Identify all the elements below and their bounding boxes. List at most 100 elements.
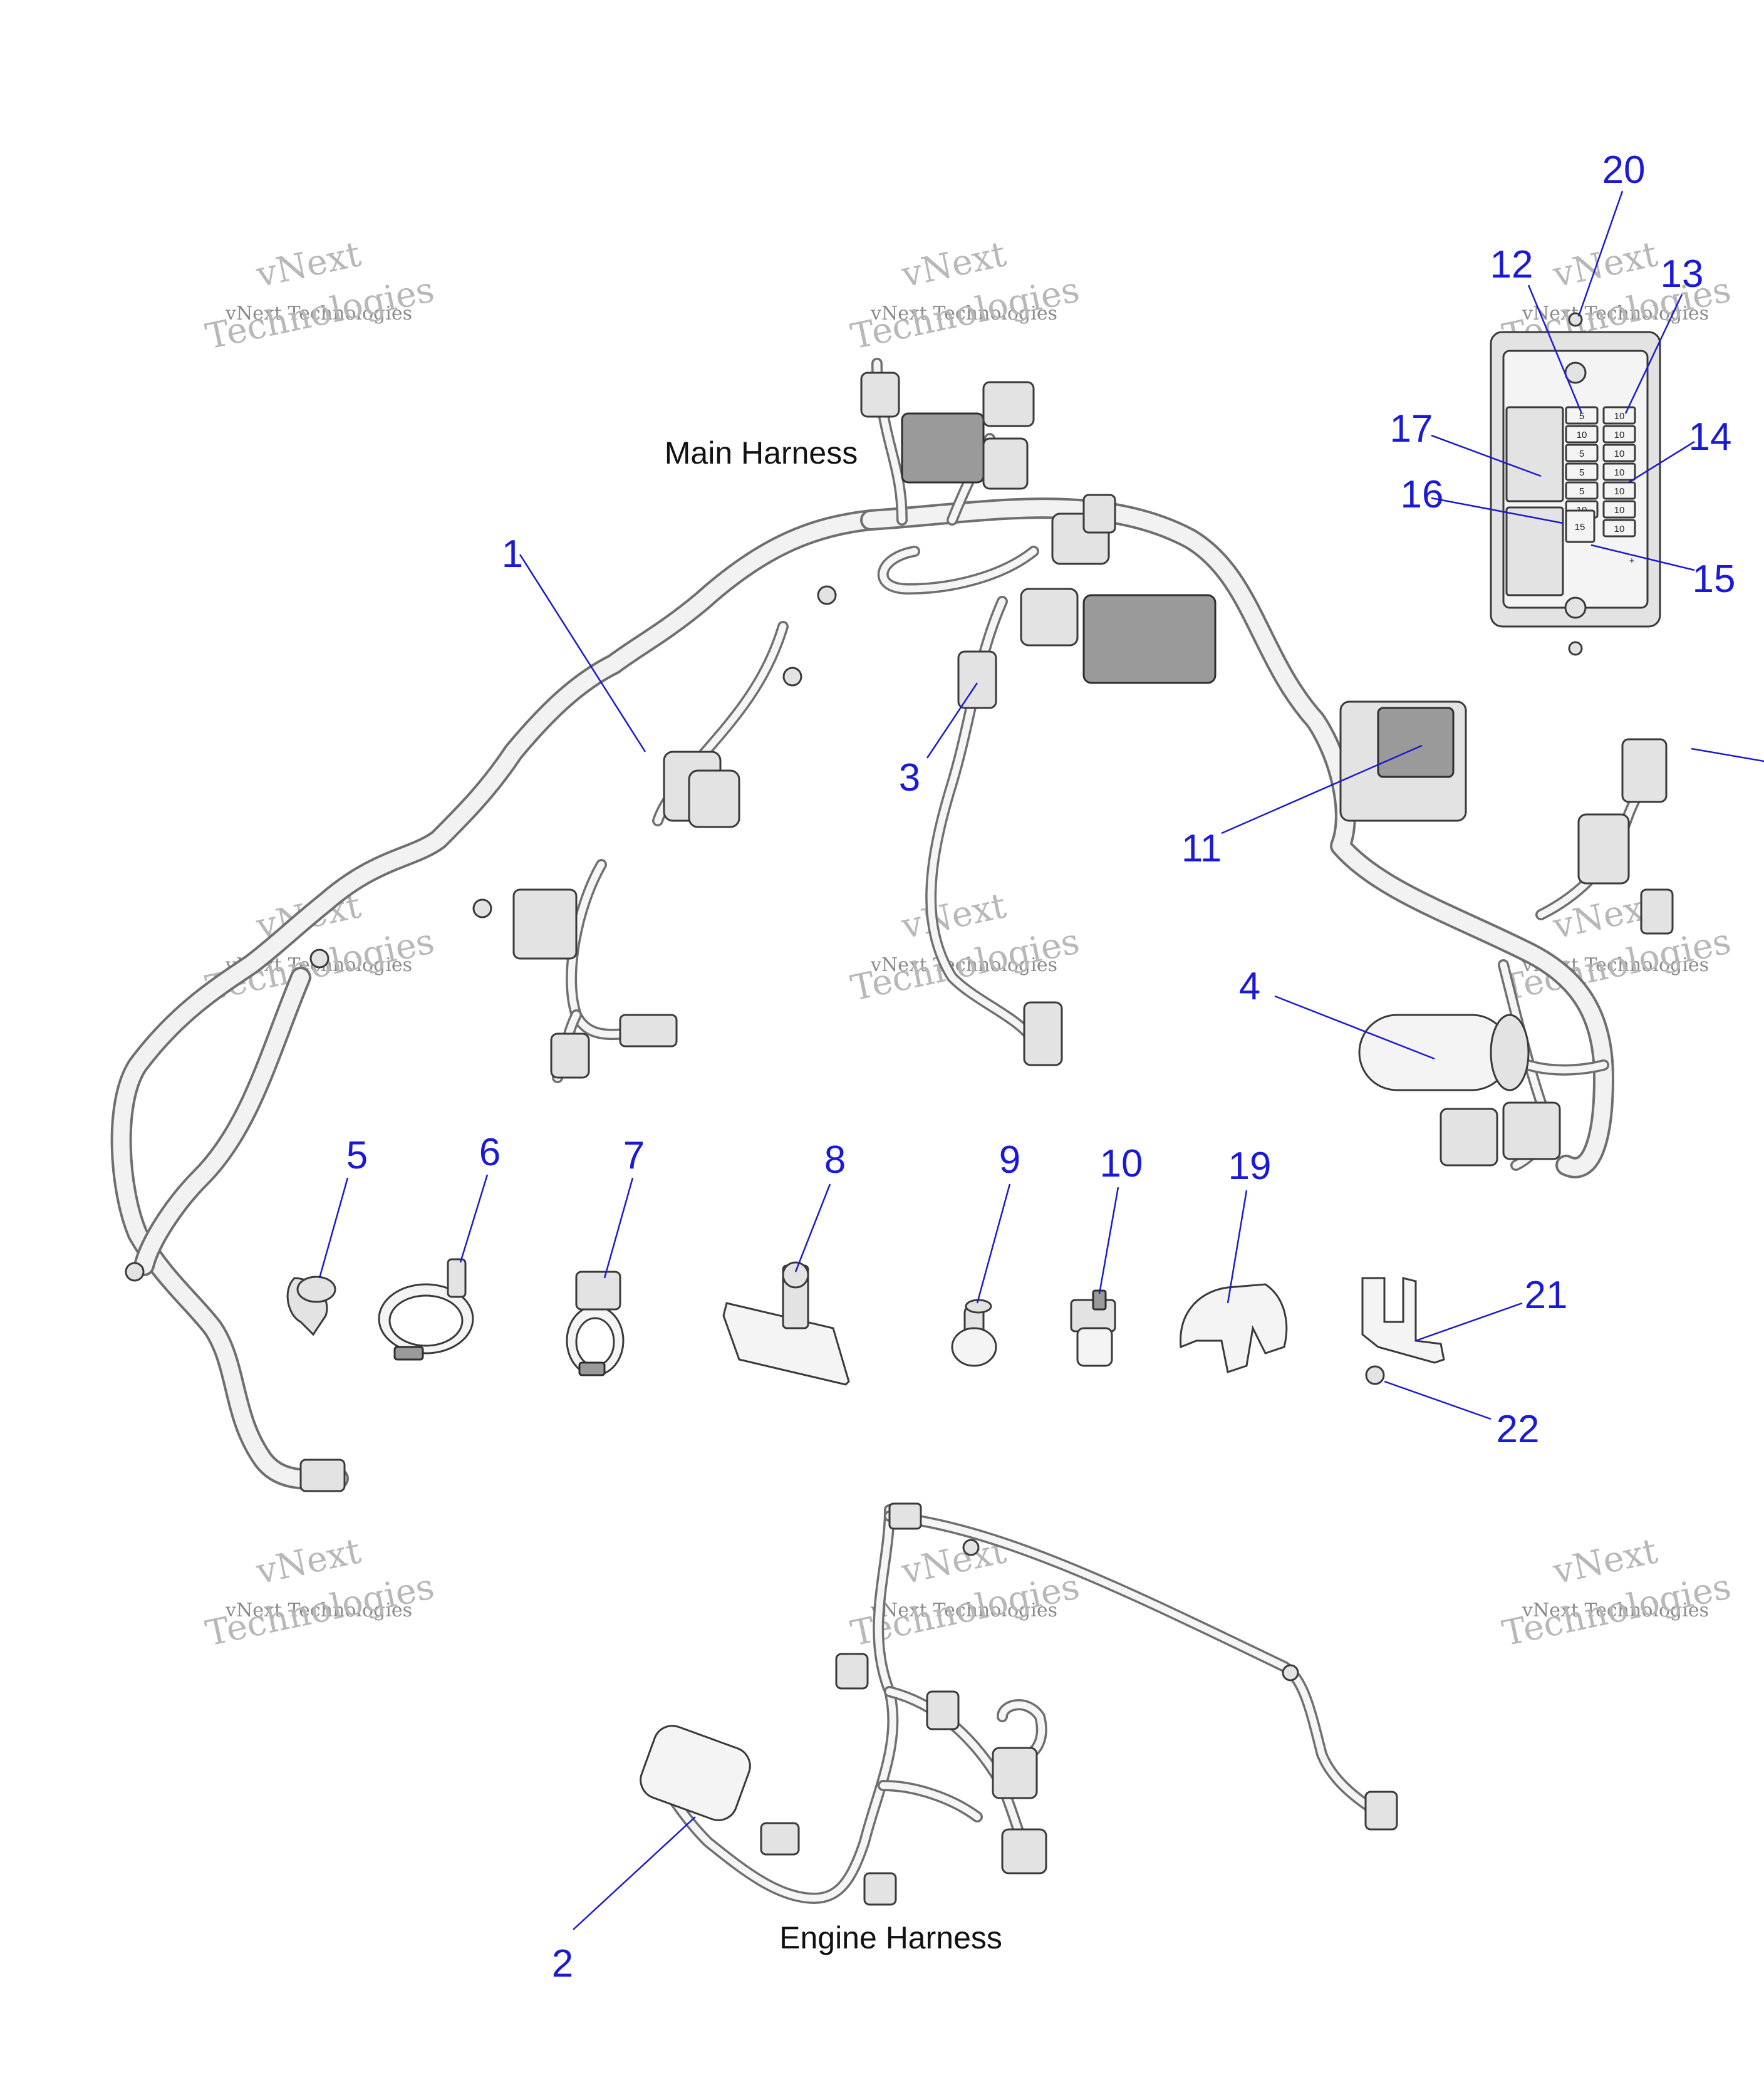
leader-line-12 [1527,284,1583,414]
connector [1082,494,1116,534]
part-7-clamp[interactable] [566,1271,625,1376]
callout-19[interactable]: 19 [1228,1145,1272,1188]
watermark-low-left: vNext vNext Technologies Technologies [202,1531,438,1655]
callout-8[interactable]: 8 [824,1138,846,1182]
watermark-text: vNext Technologies [870,303,1057,325]
harness-clip [782,667,802,687]
connector [901,412,985,484]
main-harness-label: Main Harness [665,435,858,471]
connector [863,1872,897,1906]
leader-line-17 [1431,434,1542,477]
callout-22[interactable]: 22 [1497,1408,1540,1451]
watermark-text: vNext Technologies [1522,303,1709,325]
watermark-text: vNext Technologies [225,1599,412,1621]
part-8-bracket[interactable] [722,1261,850,1386]
leader-line-7 [603,1177,634,1279]
part-6-clamp[interactable] [378,1258,474,1361]
leader-line-22 [1384,1380,1492,1420]
leader-line-4 [1274,995,1435,1060]
fuse-box[interactable]: 5 10 5 5 5 10 10 10 10 10 10 10 10 [1490,312,1661,656]
maxi-fuse [1565,509,1595,543]
connector [1020,588,1079,647]
part-21-bracket[interactable] [1361,1277,1445,1364]
callout-15[interactable]: 15 [1693,558,1736,601]
callout-21[interactable]: 21 [1525,1274,1568,1317]
fuse-value: 10 [1614,505,1625,516]
leader-lines [318,190,1764,1930]
connector [1023,1001,1063,1066]
capacitor[interactable] [1358,1014,1530,1091]
watermark-text: vNext Technologies [225,303,412,325]
fuse-value: 5 [1579,411,1584,422]
connector-grid [1377,707,1455,778]
connector [299,1458,346,1492]
callout-9[interactable]: 9 [999,1138,1020,1182]
fuse-value: 10 [1614,524,1625,534]
connector [512,888,578,960]
connector [1621,738,1668,803]
leader-line-3 [926,682,978,759]
watermark-mid-left: vNext vNext Technologies Technologies [202,885,438,1009]
harness-clip [472,898,492,918]
connector [1440,1108,1498,1167]
connector [860,372,900,418]
part-9-push-rivet[interactable] [951,1299,997,1367]
callout-5[interactable]: 5 [346,1134,368,1177]
harness-clip [962,1539,980,1556]
part-5-clip[interactable] [286,1276,336,1336]
fuse-value: 10 [1614,430,1625,440]
fuse-value: 5 [1579,486,1584,497]
callout-7[interactable]: 7 [623,1134,645,1177]
part-10-clip[interactable] [1070,1289,1116,1367]
leader-line-offpage [1691,747,1764,762]
callout-1[interactable]: 1 [502,533,523,576]
callout-14[interactable]: 14 [1689,415,1732,459]
callouts: 1 2 3 4 5 6 7 8 9 10 11 12 13 14 15 16 1… [346,148,1736,1985]
fuse-value: 10 [1577,430,1587,440]
callout-6[interactable]: 6 [479,1131,501,1174]
fuse-value: 15 [1575,522,1585,533]
connector [982,381,1035,427]
fuse-value: 10 [1614,467,1625,478]
connector [1001,1828,1047,1874]
connector [1577,813,1630,885]
leader-line-5 [318,1177,349,1279]
watermark-top-left: vNext vNext Technologies Technologies [202,234,438,358]
leader-line-16 [1431,497,1564,524]
leader-line-14 [1628,440,1695,484]
leader-line-19 [1227,1190,1248,1304]
relay [1505,406,1564,502]
callout-17[interactable]: 17 [1390,407,1433,450]
connector [926,1690,960,1730]
callout-12[interactable]: 12 [1490,243,1533,286]
leader-line-6 [459,1174,489,1263]
engine-harness[interactable] [635,1502,1398,1906]
callout-11[interactable]: 11 [1181,827,1222,870]
callout-13[interactable]: 13 [1661,252,1704,296]
watermark-low-right: vNext vNext Technologies Technologies [1499,1531,1735,1655]
engine-harness-label: Engine Harness [779,1920,1002,1955]
callout-2[interactable]: 2 [552,1942,573,1985]
callout-10[interactable]: 10 [1100,1142,1143,1185]
ecu-connector [1082,594,1217,684]
leader-line-20 [1577,190,1624,317]
fuse-value: 5 [1579,449,1584,459]
connector [619,1014,678,1048]
leader-line-21 [1415,1302,1523,1342]
fuse-column-left: 5 10 5 5 5 10 [1565,406,1599,519]
part-22-screw[interactable] [1365,1365,1385,1385]
callout-3[interactable]: 3 [899,756,920,799]
part-19-clip[interactable] [1180,1283,1288,1373]
watermark-text: vNext Technologies [870,1599,1057,1621]
relay [1505,506,1564,596]
fuse-value: 10 [1614,411,1625,422]
connector [1502,1101,1561,1160]
callout-4[interactable]: 4 [1239,965,1260,1008]
connector [957,650,997,709]
leader-line-2 [573,1816,696,1930]
callout-20[interactable]: 20 [1602,148,1646,192]
callout-16[interactable]: 16 [1401,473,1444,516]
watermark-text: vNext Technologies [1522,1599,1709,1621]
leader-line-10 [1098,1187,1119,1294]
